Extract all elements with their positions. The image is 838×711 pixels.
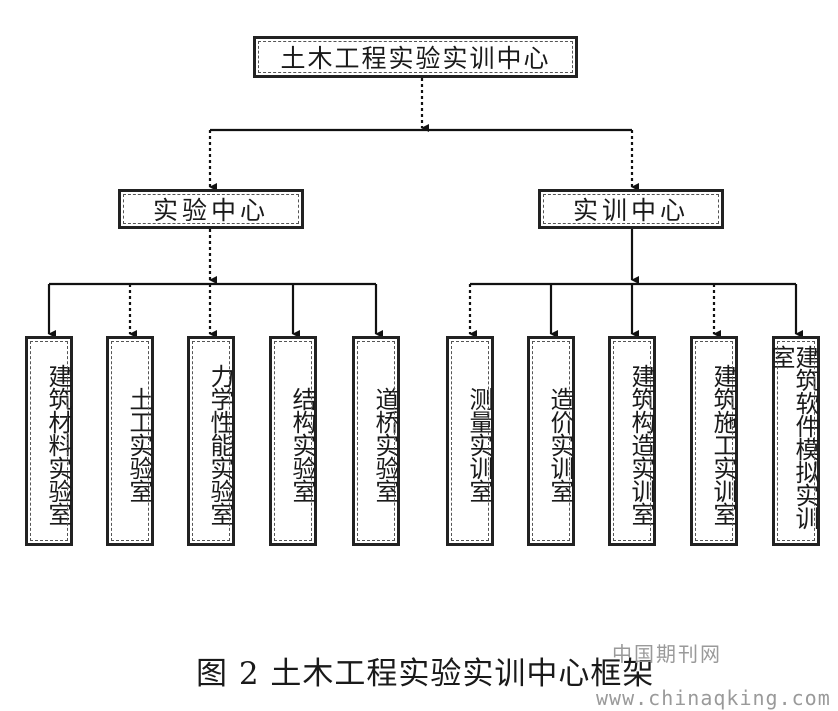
leaf-label: 建筑施工实训室 xyxy=(709,363,737,525)
leaf-node: 土工实验室 xyxy=(106,336,154,546)
leaf-node: 力学性能实验室 xyxy=(187,336,235,546)
root-node: 土木工程实验实训中心 xyxy=(253,36,578,78)
leaf-node: 建筑材料实验室 xyxy=(25,336,73,546)
leaf-node: 建筑施工实训室 xyxy=(690,336,738,546)
training-center-node: 实训中心 xyxy=(538,189,724,229)
figure-caption: 图 2 土木工程实验实训中心框架 xyxy=(196,656,655,692)
leaf-label: 建筑软件模拟实训室 xyxy=(767,345,819,529)
watermark-text: 中国期刊网 xyxy=(612,642,722,666)
leaf-label: 建筑构造实训室 xyxy=(627,363,655,525)
leaf-node: 建筑软件模拟实训室 xyxy=(767,336,820,546)
leaf-label: 结构实验室 xyxy=(288,386,316,502)
watermark-url: www.chinaqking.com xyxy=(596,686,831,710)
leaf-label: 力学性能实验室 xyxy=(206,363,234,525)
lab-center-label: 实验中心 xyxy=(152,196,269,225)
leaf-node: 造价实训室 xyxy=(527,336,575,546)
leaf-label: 建筑材料实验室 xyxy=(44,363,72,525)
leaf-label: 测量实训室 xyxy=(465,386,493,502)
leaf-label: 道桥实验室 xyxy=(371,386,399,502)
lab-center-node: 实验中心 xyxy=(118,189,304,229)
leaf-node: 建筑构造实训室 xyxy=(608,336,656,546)
leaf-label: 造价实训室 xyxy=(546,386,574,502)
leaf-node: 测量实训室 xyxy=(446,336,494,546)
leaf-label: 土工实验室 xyxy=(125,386,153,502)
root-label: 土木工程实验实训中心 xyxy=(280,44,551,73)
leaf-node: 结构实验室 xyxy=(269,336,317,546)
training-center-label: 实训中心 xyxy=(572,196,689,225)
leaf-node: 道桥实验室 xyxy=(352,336,400,546)
